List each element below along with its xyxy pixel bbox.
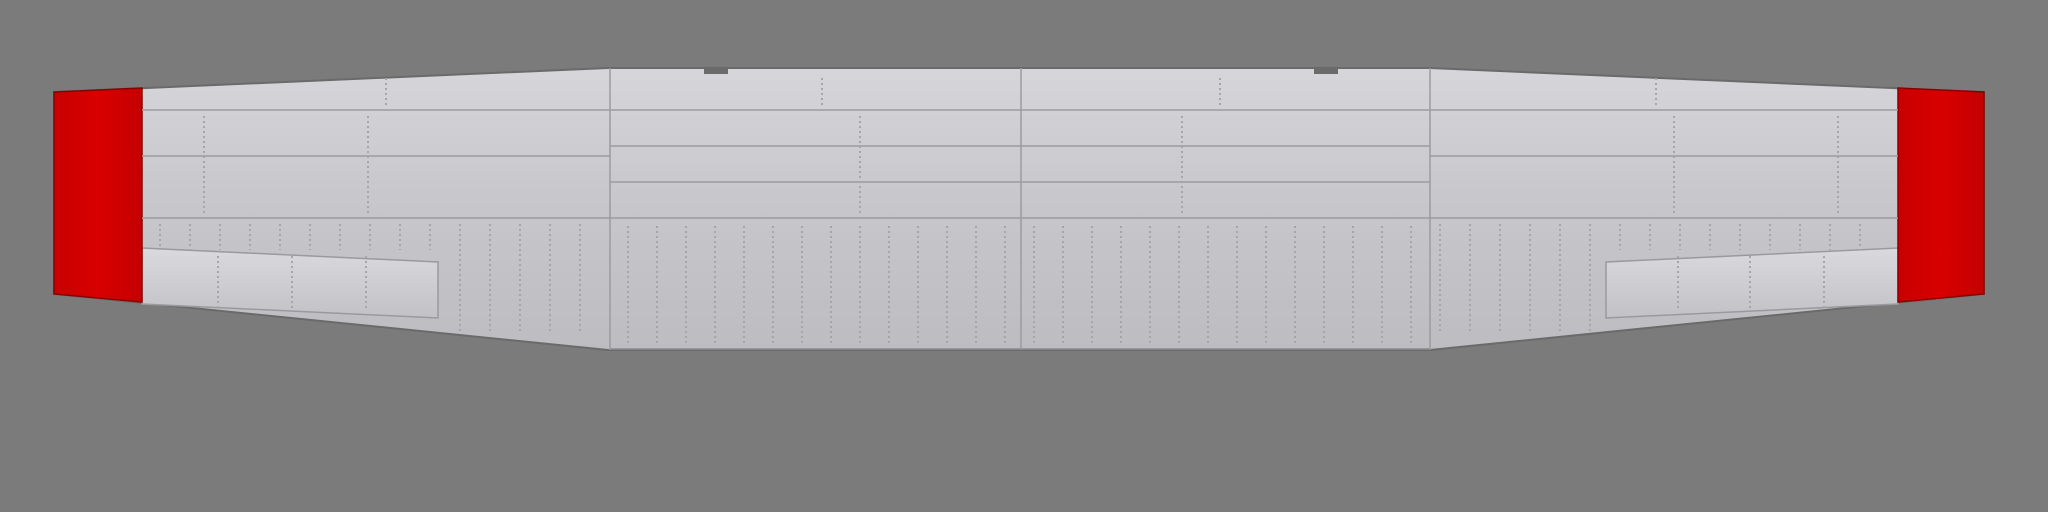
right-wingtip-red: [1897, 87, 1985, 303]
left-wingtip-red: [53, 87, 143, 303]
right-aileron: [1605, 247, 1899, 319]
leading-edge-notch: [1314, 68, 1338, 74]
panel-lines: [142, 68, 1898, 350]
rivet-pattern: [159, 78, 1861, 346]
leading-edge-notch: [704, 68, 728, 74]
